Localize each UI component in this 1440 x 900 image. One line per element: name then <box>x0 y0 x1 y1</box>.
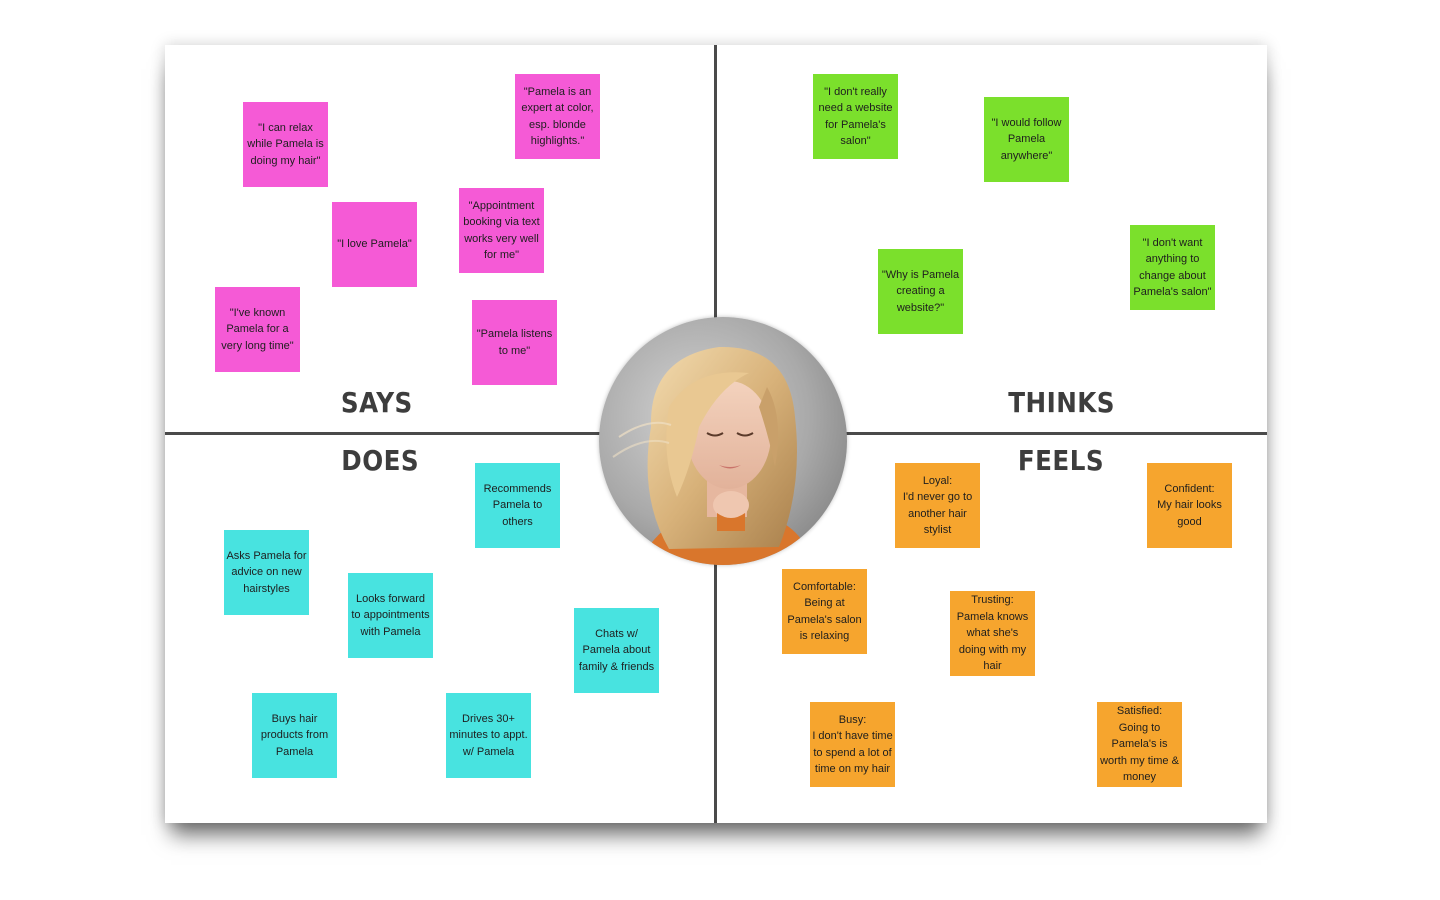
thinks-label: THINKS <box>1008 386 1115 419</box>
feels-note: Satisfied: Going to Pamela's is worth my… <box>1097 702 1182 787</box>
feels-note: Confident: My hair looks good <box>1147 463 1232 548</box>
thinks-note: "Why is Pamela creating a website?" <box>878 249 963 334</box>
feels-note: Busy: I don't have time to spend a lot o… <box>810 702 895 787</box>
feels-note: Trusting: Pamela knows what she's doing … <box>950 591 1035 676</box>
feels-note: Loyal: I'd never go to another hair styl… <box>895 463 980 548</box>
says-note: "Appointment booking via text works very… <box>459 188 544 273</box>
says-note: "Pamela listens to me" <box>472 300 557 385</box>
feels-label: FEELS <box>1017 444 1105 477</box>
feels-note: Comfortable: Being at Pamela's salon is … <box>782 569 867 654</box>
does-note: Chats w/ Pamela about family & friends <box>574 608 659 693</box>
does-note: Recommends Pamela to others <box>475 463 560 548</box>
thinks-note: "I don't really need a website for Pamel… <box>813 74 898 159</box>
thinks-note: "I would follow Pamela anywhere" <box>984 97 1069 182</box>
says-note: "I love Pamela" <box>332 202 417 287</box>
does-label: DOES <box>341 444 420 477</box>
does-note: Asks Pamela for advice on new hairstyles <box>224 530 309 615</box>
does-note: Drives 30+ minutes to appt. w/ Pamela <box>446 693 531 778</box>
does-note: Buys hair products from Pamela <box>252 693 337 778</box>
thinks-note: "I don't want anything to change about P… <box>1130 225 1215 310</box>
says-note: "Pamela is an expert at color, esp. blon… <box>515 74 600 159</box>
says-note: "I can relax while Pamela is doing my ha… <box>243 102 328 187</box>
does-note: Looks forward to appointments with Pamel… <box>348 573 433 658</box>
persona-avatar <box>599 317 847 565</box>
says-label: SAYS <box>340 386 413 419</box>
says-note: "I've known Pamela for a very long time" <box>215 287 300 372</box>
